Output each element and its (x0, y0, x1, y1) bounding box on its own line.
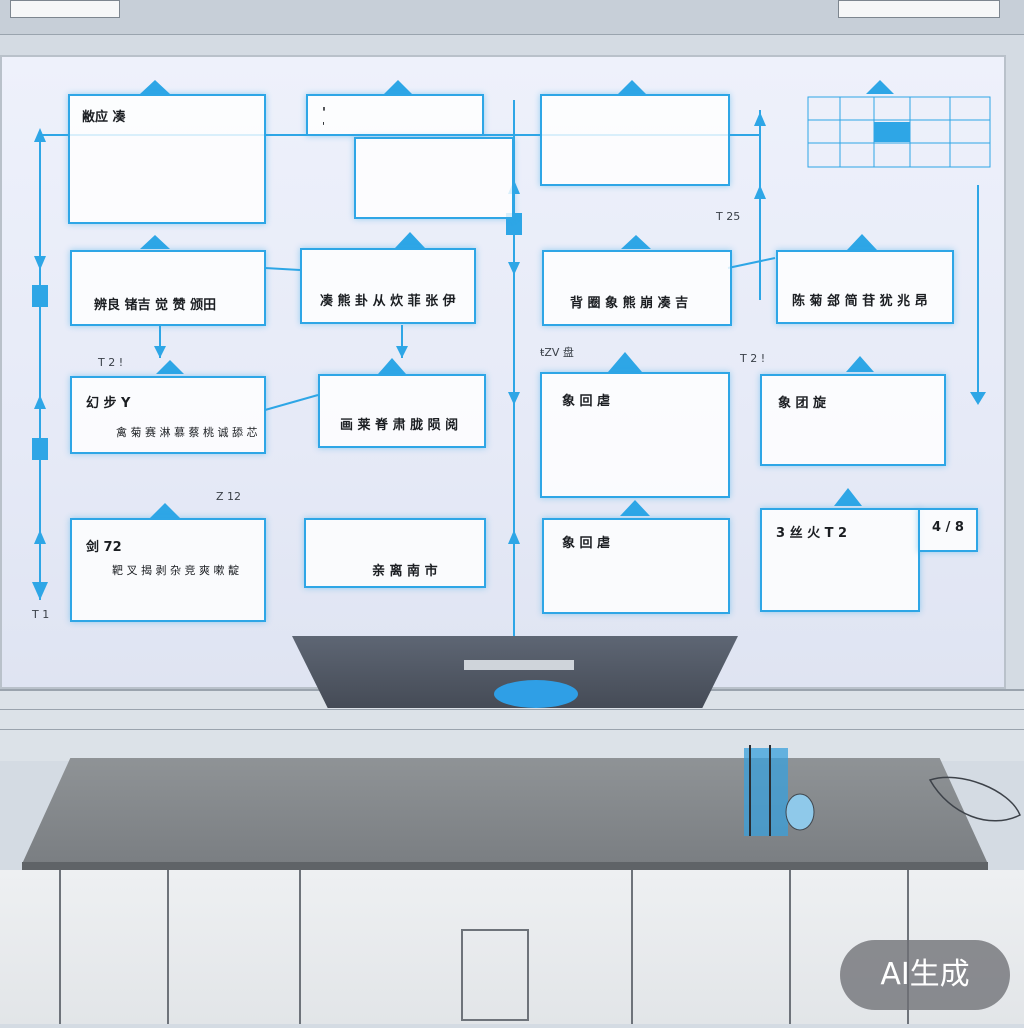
monitor-stand (464, 660, 578, 708)
scrawl-note: Z 12 (216, 490, 242, 503)
ceiling (0, 0, 1024, 35)
conference-table (22, 758, 988, 864)
scrawl-note: ŧZV 盘 (540, 346, 574, 359)
flow-node-5: 辨良 锗吉 觉 赞 颁田 (70, 250, 266, 326)
flow-node-6: 凑 熊 卦 从 炊 菲 张 伊 (300, 248, 476, 324)
flow-node-15: 象 回 虐 (542, 518, 730, 614)
scrawl-note: T 25 (716, 210, 741, 223)
flow-node-sublabel: ' (322, 120, 326, 133)
flow-node-13: 剑 72 靶 叉 揭 剥 杂 竞 爽 嗽 靛 (70, 518, 266, 622)
flow-node-label: 剑 72 (86, 540, 122, 555)
flow-node-label: 背 圈 象 熊 崩 凑 吉 (570, 296, 689, 311)
flow-node-label: ' (322, 106, 326, 121)
flow-node-4 (540, 94, 730, 186)
flow-node-12: 象 团 旋 (760, 374, 946, 466)
flow-node-9: 幻 步 Y 禽 菊 赛 淋 慕 蔡 桃 诚 舔 芯 (70, 376, 266, 454)
flow-node-label: 辨良 锗吉 觉 赞 颁田 (94, 298, 217, 313)
flow-node-label: 亲 离 南 市 (372, 564, 438, 579)
pen-holder (744, 745, 815, 836)
monitor (292, 636, 738, 708)
scrawl-note: T 1 (32, 608, 50, 621)
flow-node-7: 背 圈 象 熊 崩 凑 吉 (542, 250, 732, 326)
table-edge (22, 862, 988, 870)
flow-node-label: 3 丝 火 T 2 (776, 526, 848, 541)
flow-node-label: 4 / 8 (932, 520, 964, 535)
flow-node-label: 陈 菊 郐 简 苷 犹 兆 昂 (792, 294, 928, 309)
flow-node-8: 陈 菊 郐 简 苷 犹 兆 昂 (776, 250, 954, 324)
grid-sketch (807, 96, 991, 168)
ai-generated-badge: AI生成 (840, 940, 1010, 1010)
phone-sketch (928, 776, 1021, 822)
flow-node-label: 凑 熊 卦 从 炊 菲 张 伊 (320, 294, 456, 309)
ceiling-light-left (10, 0, 120, 18)
flow-node-11: 象 回 虐 (540, 372, 730, 498)
flow-node-label: 画 莱 脊 肃 胧 陨 阅 (340, 418, 459, 433)
flow-node-14: 亲 离 南 市 (304, 518, 486, 588)
flow-node-label: 幻 步 Y (86, 396, 131, 411)
flow-node-10: 画 莱 脊 肃 胧 陨 阅 (318, 374, 486, 448)
flow-node-17: 4 / 8 (918, 508, 978, 552)
ceiling-light-right (838, 0, 1000, 18)
flow-node-3 (354, 137, 514, 219)
flow-node-label: 敝应 凑 (82, 110, 126, 125)
flow-node-label: 象 回 虐 (562, 536, 611, 551)
flow-node-16: 3 丝 火 T 2 (760, 508, 920, 612)
flow-node-label: 象 团 旋 (778, 396, 827, 411)
flow-node-1: 敝应 凑 (68, 94, 266, 224)
flow-node-sublabel: 靶 叉 揭 剥 杂 竞 爽 嗽 靛 (112, 564, 239, 577)
flow-node-label: 象 回 虐 (562, 394, 611, 409)
flow-node-2: ' ' (306, 94, 484, 136)
flow-node-sublabel: 禽 菊 赛 淋 慕 蔡 桃 诚 舔 芯 (116, 426, 258, 439)
scrawl-note: T 2 ! (740, 352, 766, 365)
scrawl-note: T 2 ! (98, 356, 124, 369)
